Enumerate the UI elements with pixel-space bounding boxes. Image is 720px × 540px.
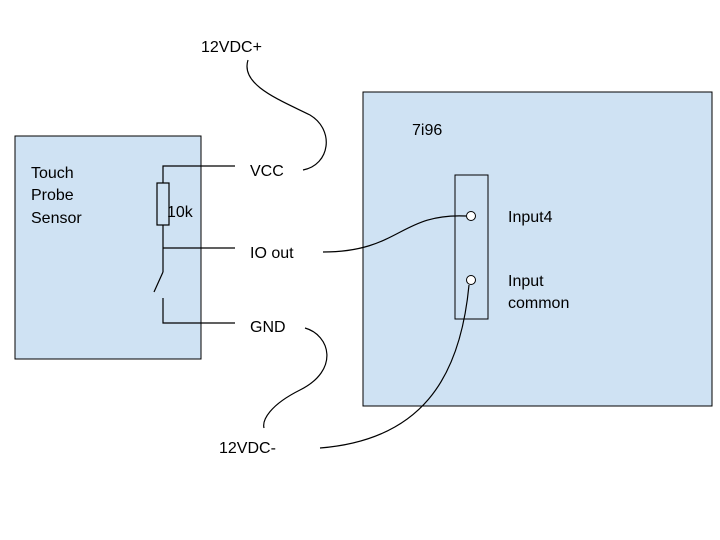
terminal-block: [454, 174, 489, 320]
input-common-label-line2: common: [508, 295, 569, 312]
sensor-label-line1: Touch: [31, 165, 74, 182]
board-title: 7i96: [412, 122, 442, 139]
board-box: [362, 91, 713, 407]
io-out-label: IO out: [250, 245, 294, 262]
switch-contact: [153, 271, 164, 293]
vcc-wire: [162, 165, 235, 183]
sensor-label-line2: Probe: [31, 187, 74, 204]
input4-terminal: [466, 211, 476, 221]
sensor-label-line3: Sensor: [31, 210, 82, 227]
input-common-terminal: [466, 275, 476, 285]
input-common-label-line1: Input: [508, 273, 544, 290]
gnd-label: GND: [250, 319, 286, 336]
vdc-minus-to-common-wire: [319, 284, 470, 449]
vdc-plus-to-vcc-wire: [246, 59, 327, 171]
gnd-to-vdc-minus-wire: [263, 327, 328, 429]
resistor-value-label: 10k: [167, 204, 194, 221]
io-out-to-input4-wire: [322, 215, 467, 253]
vcc-label: VCC: [250, 163, 284, 180]
vdc-minus-label: 12VDC-: [219, 440, 276, 457]
vdc-plus-label: 12VDC+: [201, 39, 262, 56]
gnd-wire: [162, 298, 235, 324]
input4-label: Input4: [508, 209, 553, 226]
